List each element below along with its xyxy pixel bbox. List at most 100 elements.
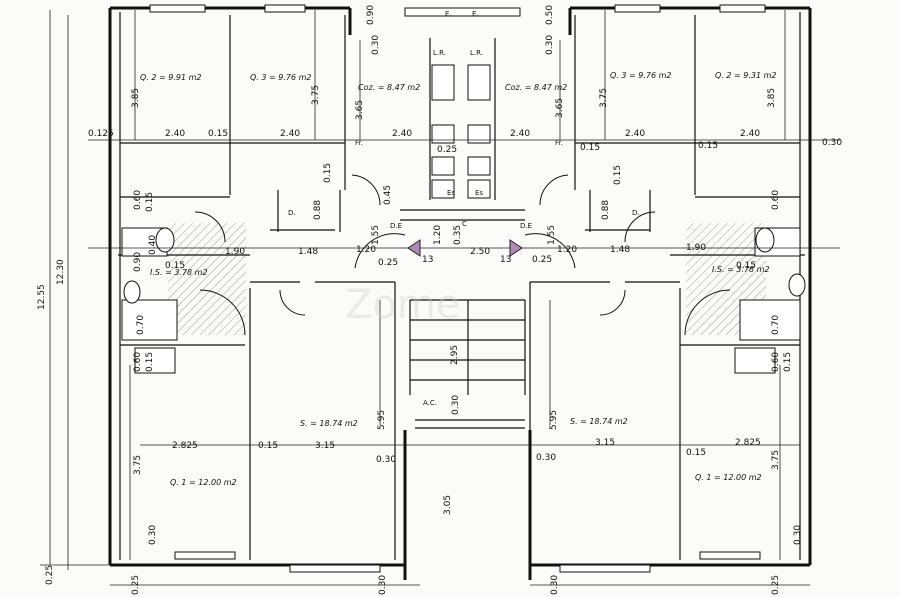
- label-ac: A.C.: [423, 399, 437, 407]
- label-stair-13-left: 13: [422, 255, 433, 265]
- dimension-lines: [40, 10, 840, 586]
- dim-0-70-left: 0.70: [136, 315, 146, 335]
- dim-0-90-left: 0.90: [133, 252, 143, 272]
- dim-1-55: 1.55: [371, 225, 381, 245]
- dim-3-15-right: 3.15: [595, 438, 615, 448]
- room-q1-left: Q. 1 = 12.00 m2: [170, 478, 237, 487]
- dim-0-30-ac: 0.30: [451, 395, 461, 415]
- dim-3-75-b: 3.75: [599, 88, 609, 108]
- label-es-right: Es: [475, 189, 483, 197]
- room-q2-right: Q. 2 = 9.31 m2: [715, 71, 777, 80]
- label-d-right: D.: [632, 209, 640, 217]
- dim-0-70-right: 0.70: [771, 315, 781, 335]
- dim-0-30-top-right: 0.30: [545, 35, 555, 55]
- dim-0-30-bl: 0.30: [148, 525, 158, 545]
- dim-0-15-j: 0.15: [145, 192, 155, 212]
- dim-0-35: 0.35: [453, 225, 463, 245]
- dim-5-95-right: 5.95: [549, 410, 559, 430]
- dim-3-05: 3.05: [443, 495, 453, 515]
- dim-1-55-right: 1.55: [547, 225, 557, 245]
- dim-0-60-right: 0.60: [771, 190, 781, 210]
- room-q3-right: Q. 3 = 9.76 m2: [610, 71, 672, 80]
- dim-0-30-bottom-right: 0.30: [550, 575, 560, 595]
- dim-3-65-left: 3.65: [355, 100, 365, 120]
- dim-0-30-b: 0.30: [376, 455, 396, 465]
- label-d-left: D.: [288, 209, 296, 217]
- dim-2-50: 2.50: [470, 247, 490, 257]
- dim-0-60-bath-right: 0.60: [771, 352, 781, 372]
- dim-2-40-d: 2.40: [510, 129, 530, 139]
- dim-0-25-margin: 0.25: [45, 565, 55, 585]
- dim-3-75-a: 3.75: [311, 85, 321, 105]
- dim-3-85-right: 3.85: [767, 88, 777, 108]
- dim-0-30-br: 0.30: [793, 525, 803, 545]
- dim-0-15-a: 0.15: [208, 129, 228, 139]
- dim-2-40-e: 2.40: [625, 129, 645, 139]
- label-stair-13-right: 13: [500, 255, 511, 265]
- kitchen-fixtures: [431, 64, 491, 199]
- stair-arrow-right: [509, 239, 523, 257]
- label-de-left: D.E: [390, 222, 402, 230]
- label-es-left: Es: [447, 189, 455, 197]
- dim-0-15-b: 0.15: [580, 143, 600, 153]
- dim-0-88-left: 0.88: [313, 200, 323, 220]
- hatch-bath-left: [168, 223, 246, 335]
- label-c: C: [462, 220, 467, 228]
- room-s-right: S. = 18.74 m2: [570, 417, 628, 426]
- dim-2-95: 2.95: [450, 345, 460, 365]
- dim-3-65-right: 3.65: [555, 98, 565, 118]
- dim-5-95-left: 5.95: [377, 410, 387, 430]
- dim-0-15-h: 0.15: [323, 163, 333, 183]
- room-coz-right: Coz. = 8.47 m2: [505, 83, 567, 92]
- bathroom-fixtures: [121, 227, 806, 374]
- room-q3-left: Q. 3 = 9.76 m2: [250, 73, 312, 82]
- room-q2-left: Q. 2 = 9.91 m2: [140, 73, 202, 82]
- dim-1-20-v: 1.20: [433, 225, 443, 245]
- dim-3-75-d: 3.75: [771, 450, 781, 470]
- dim-3-85-left: 3.85: [131, 88, 141, 108]
- dim-1-90-right: 1.90: [686, 243, 706, 253]
- dim-0-15-d: 0.15: [165, 261, 185, 271]
- dim-0-25-b: 0.25: [378, 258, 398, 268]
- dim-2-40-c: 2.40: [392, 129, 412, 139]
- dim-0-25-bottom-left: 0.25: [131, 575, 141, 595]
- dim-3-75-c: 3.75: [133, 455, 143, 475]
- dim-0-90: 0.90: [366, 5, 376, 25]
- dim-2-40-b: 2.40: [280, 129, 300, 139]
- dim-0-15-l: 0.15: [783, 352, 793, 372]
- dim-12-30: 12.30: [56, 259, 66, 285]
- dim-0-60-bath-left: 0.60: [133, 352, 143, 372]
- dim-0-88-right: 0.88: [601, 200, 611, 220]
- label-fr-left: Fr.: [355, 139, 363, 147]
- dim-0-30-bottom-left: 0.30: [378, 575, 388, 595]
- room-is-left: I.S. = 3.78 m2: [150, 268, 208, 277]
- dim-0-15-i: 0.15: [613, 165, 623, 185]
- door-swings: [194, 174, 731, 336]
- dim-0-15-f: 0.15: [258, 441, 278, 451]
- label-lr-right: L.R.: [470, 49, 483, 57]
- room-is-right: I.S. = 3.78 m2: [712, 265, 770, 274]
- dim-1-20-b: 1.20: [557, 245, 577, 255]
- dim-0-15-k: 0.15: [145, 352, 155, 372]
- windows: [149, 4, 766, 573]
- dim-1-48-left: 1.48: [298, 247, 318, 257]
- room-coz-left: Coz. = 8.47 m2: [358, 83, 420, 92]
- dim-1-90-left: 1.90: [225, 247, 245, 257]
- exterior-walls: [108, 6, 812, 580]
- label-lr-left: L.R.: [433, 49, 446, 57]
- label-e-left: E.: [445, 10, 452, 18]
- dim-2-825-left: 2.825: [172, 441, 198, 451]
- dim-2-825-right: 2.825: [735, 438, 761, 448]
- dim-2-40-a: 2.40: [165, 129, 185, 139]
- dim-0-50: 0.50: [545, 5, 555, 25]
- dim-0-25-a: 0.25: [437, 145, 457, 155]
- dim-0-15-g: 0.15: [686, 448, 706, 458]
- dim-0-125: 0.125: [88, 129, 114, 139]
- dim-0-15-e: 0.15: [736, 261, 756, 271]
- stair-arrow-left: [407, 239, 421, 257]
- room-q1-right: Q. 1 = 12.00 m2: [695, 473, 762, 482]
- dim-0-25-c: 0.25: [532, 255, 552, 265]
- dim-1-48-right: 1.48: [610, 245, 630, 255]
- dim-12-55: 12.55: [37, 284, 47, 310]
